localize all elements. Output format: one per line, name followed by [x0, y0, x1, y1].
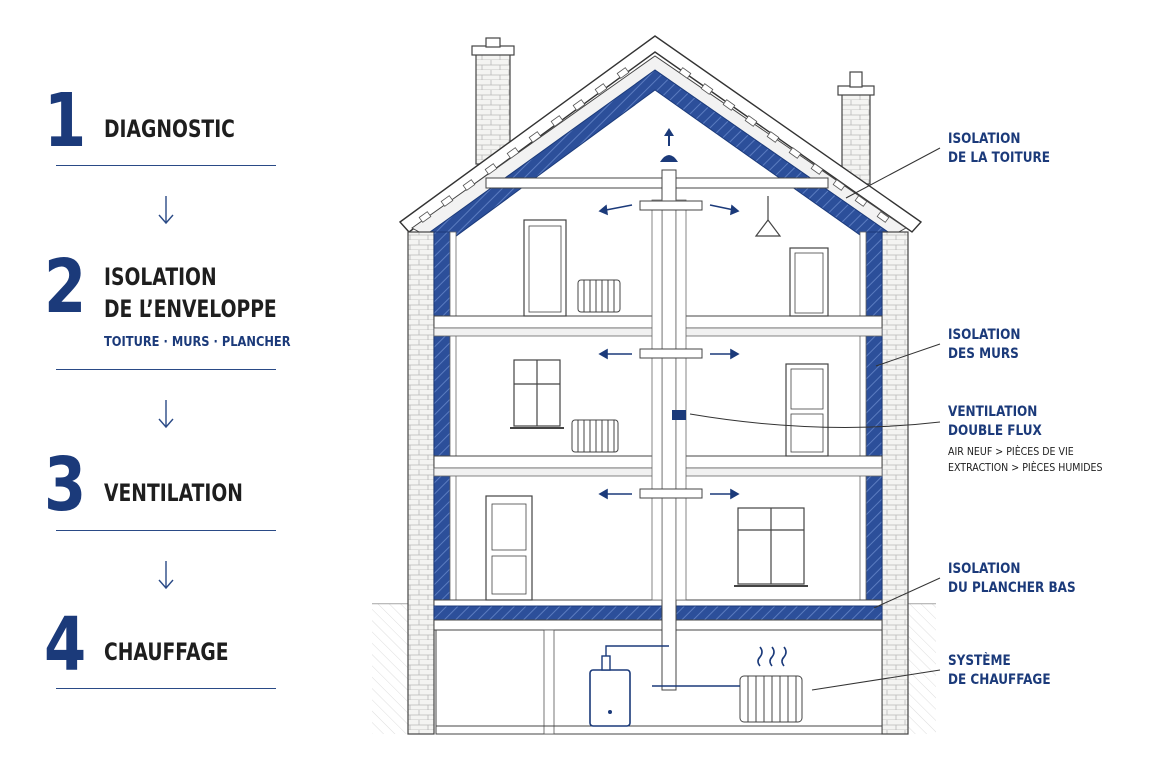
airflow-arrows — [598, 204, 740, 500]
step-2-title-line-1: ISOLATION — [104, 263, 217, 291]
down-arrow-icon — [158, 400, 174, 429]
callout-roof-insulation: ISOLATION DE LA TOITURE — [948, 131, 1051, 166]
step-4-title: CHAUFFAGE — [104, 638, 229, 666]
callout-wall-insulation: ISOLATION DES MURS — [948, 327, 1021, 362]
callout-ventilation-details: AIR NEUF > PIÈCES DE VIE EXTRACTION > PI… — [948, 445, 1103, 474]
doors — [485, 219, 829, 601]
callout-leader-lines — [689, 147, 941, 691]
chimney-right — [837, 71, 875, 185]
step-1-divider — [56, 165, 276, 166]
step-3-divider — [56, 530, 276, 531]
pendant-lamp-icon — [754, 196, 782, 237]
callout-heating-system: SYSTÈME DE CHAUFFAGE — [948, 653, 1051, 688]
step-4-number: 4 — [44, 602, 87, 688]
step-2-subtitle: TOITURE · MURS · PLANCHER — [104, 335, 291, 350]
down-arrow-icon — [158, 196, 174, 225]
step-2-title-line-2: DE L’ENVELOPPE — [104, 295, 277, 323]
step-1-title: DIAGNOSTIC — [104, 115, 235, 143]
step-3-title: VENTILATION — [104, 479, 243, 507]
callout-ventilation: VENTILATION DOUBLE FLUX — [948, 404, 1042, 439]
basement — [435, 629, 883, 735]
down-arrow-icon — [158, 561, 174, 590]
step-4-divider — [56, 688, 276, 689]
step-3-number: 3 — [44, 442, 87, 528]
step-2-number: 2 — [44, 244, 87, 330]
step-1-number: 1 — [44, 78, 87, 164]
ventilation-duct — [639, 128, 703, 691]
callout-floor-insulation: ISOLATION DU PLANCHER BAS — [948, 561, 1076, 596]
radiator-icon — [571, 279, 803, 723]
steps-panel: 1 DIAGNOSTIC 2 ISOLATION DE L’ENVELOPPE … — [0, 0, 300, 768]
windows — [510, 359, 808, 587]
heat-waves-icon — [757, 646, 787, 667]
boiler-icon — [589, 645, 740, 727]
step-2-divider — [56, 369, 276, 370]
